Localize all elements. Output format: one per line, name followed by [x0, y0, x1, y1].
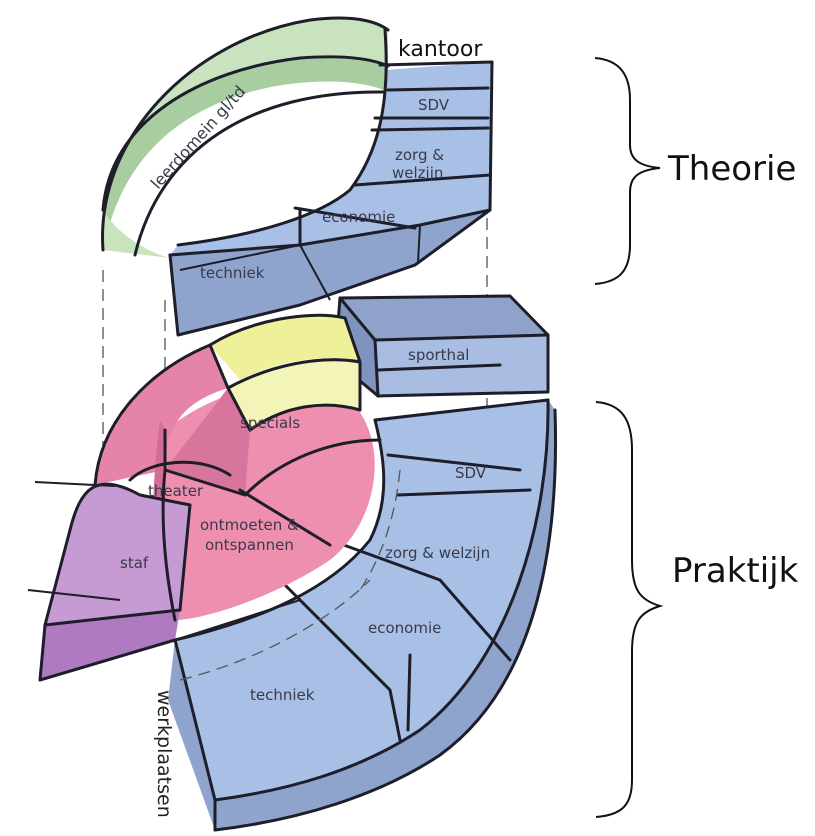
theorie-brace	[595, 58, 660, 284]
label-specials: specials	[240, 414, 300, 432]
label-sdv-bottom: SDV	[455, 464, 487, 482]
label-zorg-bottom: zorg & welzijn	[385, 544, 490, 562]
label-ontmoeten-1: ontmoeten &	[200, 516, 299, 534]
label-economie-bottom: economie	[368, 619, 441, 637]
praktijk-label: Praktijk	[672, 551, 799, 591]
label-economie-top: economie	[322, 208, 395, 226]
label-sporthal: sporthal	[408, 346, 469, 364]
label-zorg-top-1: zorg &	[395, 146, 444, 164]
label-techniek-top: techniek	[200, 264, 265, 282]
brace-theorie: Theorie	[595, 58, 796, 284]
label-theater: theater	[148, 482, 204, 500]
staf-top	[45, 484, 190, 625]
label-techniek-bottom: techniek	[250, 686, 315, 704]
label-ontmoeten-2: ontspannen	[205, 536, 294, 554]
theorie-label: Theorie	[667, 149, 796, 189]
label-staf: staf	[120, 554, 149, 572]
label-kantoor: kantoor	[398, 37, 483, 62]
label-werkplaatsen: werkplaatsen	[153, 690, 175, 818]
label-zorg-top-2: welzijn	[392, 164, 443, 182]
praktijk-brace	[596, 402, 660, 817]
brace-praktijk: Praktijk	[596, 402, 799, 817]
label-sdv-top: SDV	[418, 96, 450, 114]
